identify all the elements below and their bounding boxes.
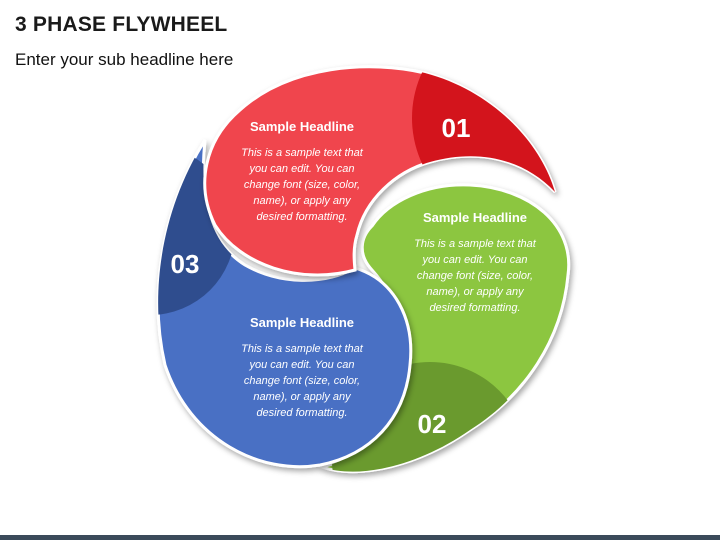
segment-01-body-line: you can edit. You can — [249, 163, 355, 175]
segment-03-body-line: change font (size, color, — [244, 375, 360, 387]
segment-03-body-line: you can edit. You can — [249, 359, 355, 371]
segment-03-tab — [158, 145, 235, 315]
segment-01-number: 01 — [442, 113, 471, 143]
segment-03-number: 03 — [171, 249, 200, 279]
page-subtitle: Enter your sub headline here — [15, 50, 234, 69]
segment-02-body-line: desired formatting. — [429, 302, 520, 314]
segment-01-headline: Sample Headline — [250, 119, 354, 134]
segment-03 — [156, 139, 413, 469]
segment-03-headline: Sample Headline — [250, 315, 354, 330]
segment-01-body-line: name), or apply any — [253, 195, 352, 207]
segment-03-text: Sample Headline This is a sample text th… — [241, 315, 364, 419]
segment-02-number: 02 — [418, 409, 447, 439]
segment-02-text: Sample Headline This is a sample text th… — [414, 210, 537, 314]
footer-bar — [0, 535, 720, 540]
segment-01-body-line: change font (size, color, — [244, 179, 360, 191]
segment-01-body-line: This is a sample text that — [241, 147, 364, 159]
segment-02-body-line: This is a sample text that — [414, 238, 537, 250]
segment-02-body-line: name), or apply any — [426, 286, 525, 298]
segment-03-shape — [156, 139, 413, 469]
segment-03-body-line: name), or apply any — [253, 391, 352, 403]
segment-03-body-line: This is a sample text that — [241, 343, 364, 355]
segment-03-body-line: desired formatting. — [256, 407, 347, 419]
segment-02-headline: Sample Headline — [423, 210, 527, 225]
page-title: 3 PHASE FLYWHEEL — [15, 13, 228, 36]
segment-02-body-line: you can edit. You can — [422, 254, 528, 266]
segment-01-text: Sample Headline This is a sample text th… — [241, 119, 364, 223]
segment-02-body-line: change font (size, color, — [417, 270, 533, 282]
segment-01-body-line: desired formatting. — [256, 211, 347, 223]
